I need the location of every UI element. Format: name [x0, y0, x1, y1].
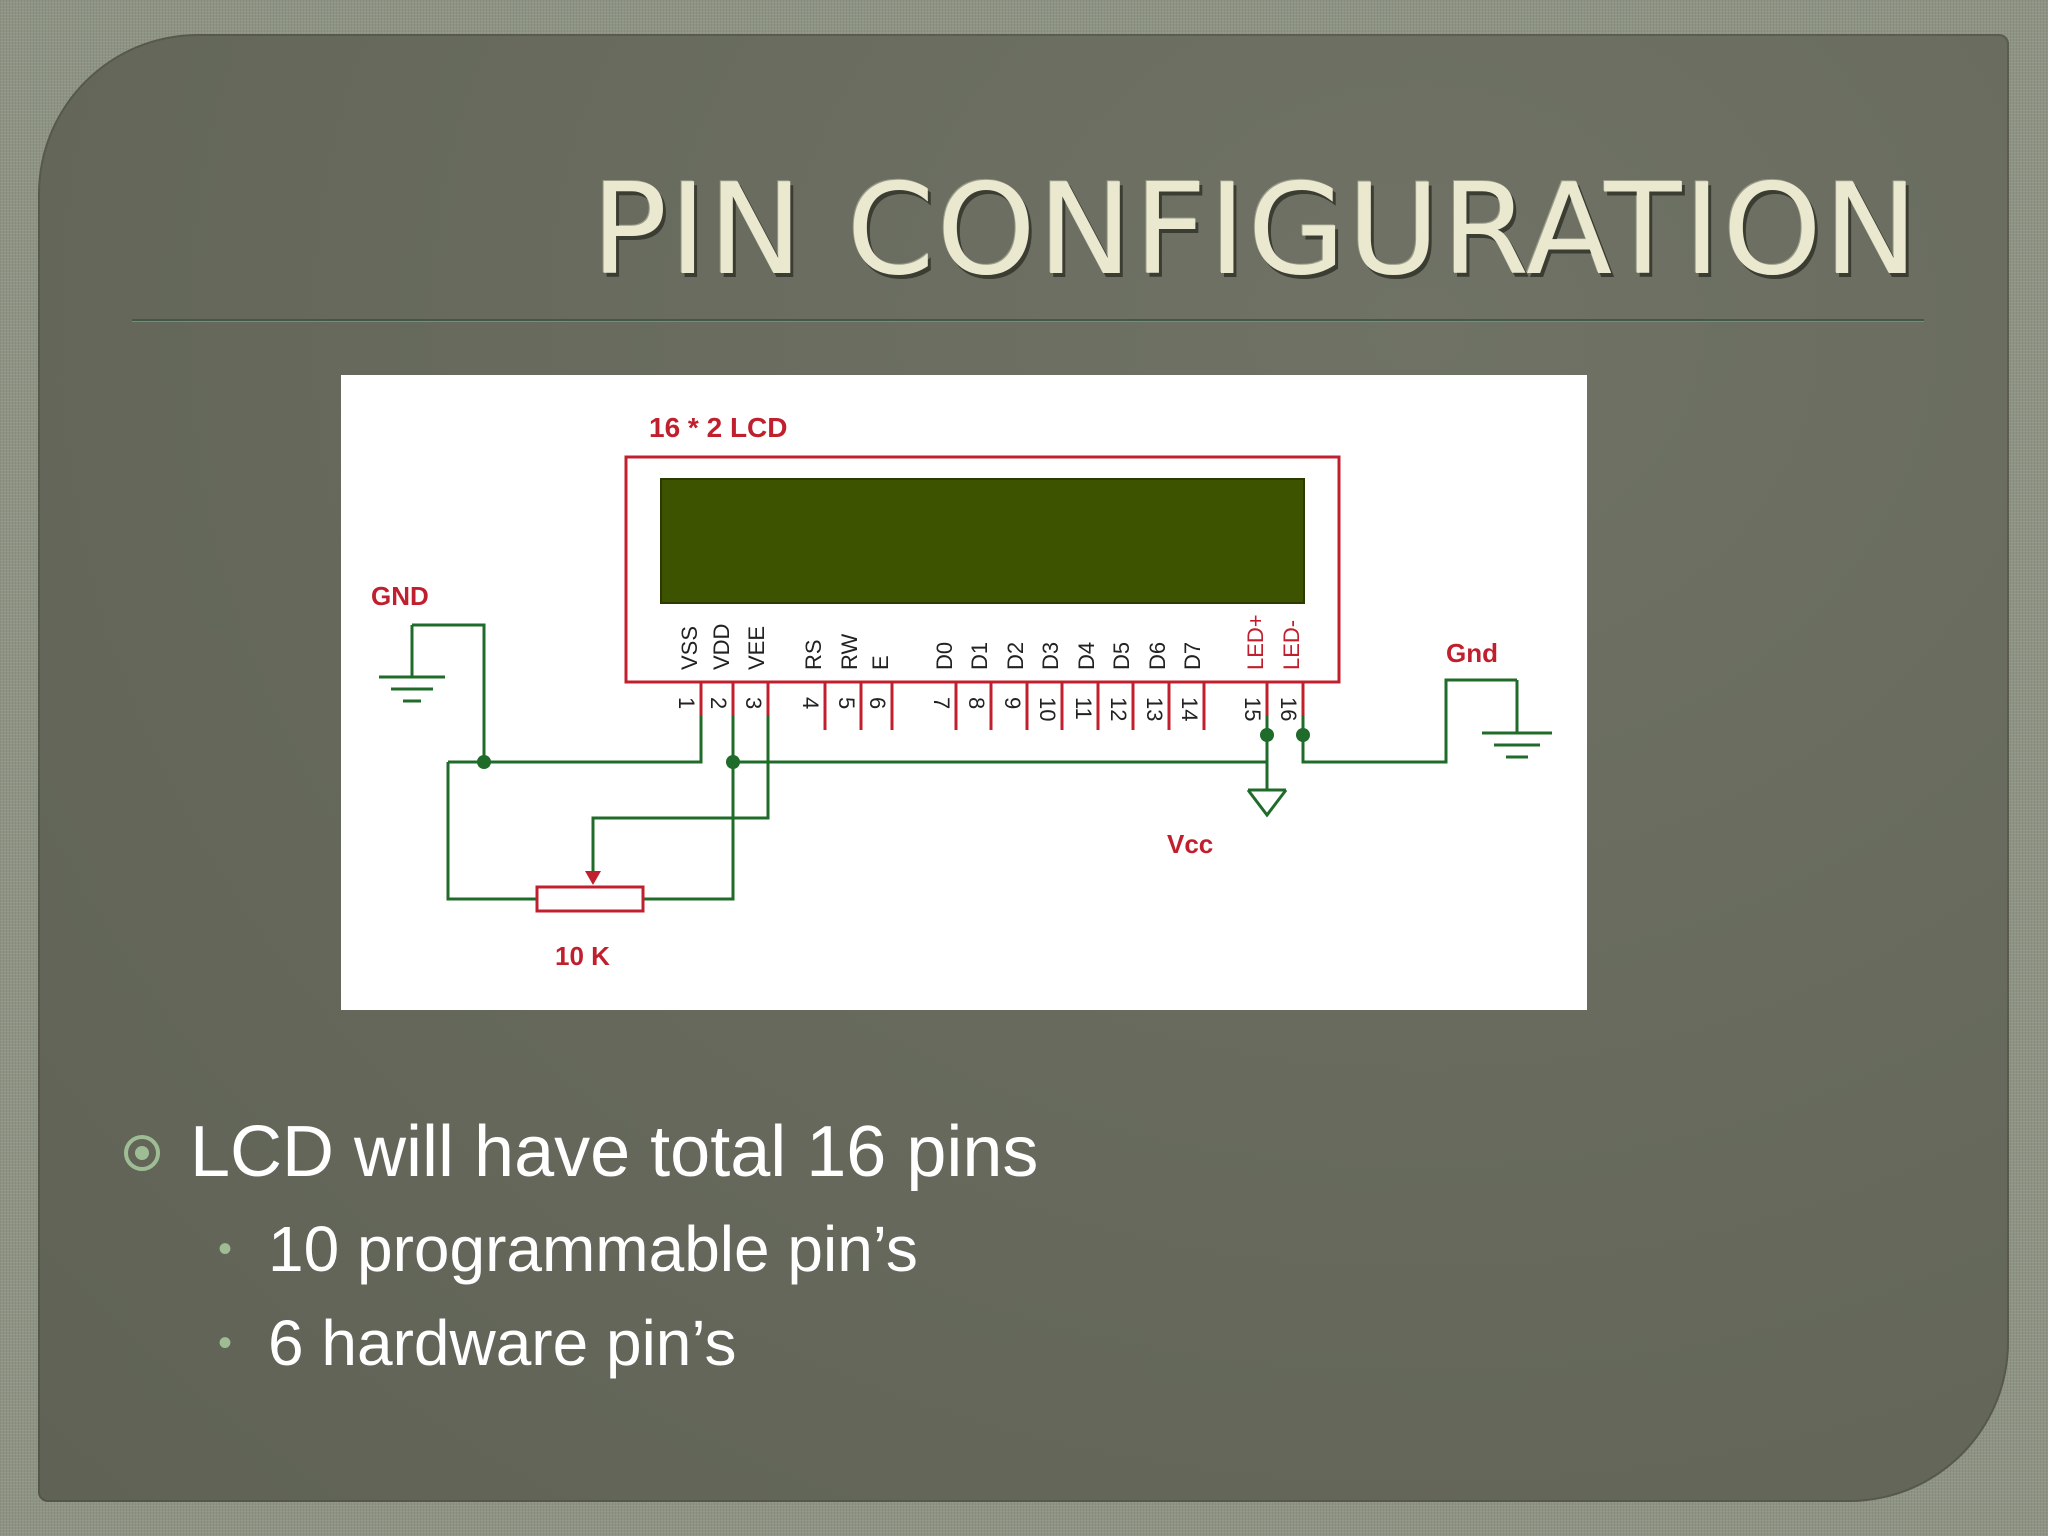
pin-name: LED+ [1243, 614, 1268, 670]
circuit-wires [412, 623, 1517, 901]
bullet-list: LCD will have total 16 pins • 10 program… [124, 1102, 1324, 1390]
pin-number: 8 [964, 697, 989, 709]
circuit-svg: 16 * 2 LCD VSS VDD VEE RS RW E D0 D1 D2 D3 D4 D5 D6 D… [371, 412, 1552, 971]
pot-left-wire [446, 762, 537, 901]
pin-number: 4 [798, 697, 823, 709]
lcd-screen [660, 478, 1305, 604]
dot-bullet-icon: • [218, 1227, 233, 1271]
pin-number: 14 [1177, 697, 1202, 721]
pin-number: 3 [741, 697, 766, 709]
pin-name: D6 [1145, 642, 1170, 670]
pin-name: D2 [1003, 642, 1028, 670]
pin-name: D4 [1074, 642, 1099, 670]
ground-symbol-right [1482, 680, 1552, 759]
pin-names: VSS VDD VEE RS RW E D0 D1 D2 D3 D4 D5 D6 D7 LED+ LED- [677, 614, 1304, 670]
circle-bullet-icon [124, 1135, 160, 1171]
pin-number: 7 [929, 697, 954, 709]
pin-name: E [868, 655, 893, 670]
bullet-item: LCD will have total 16 pins [124, 1102, 1324, 1202]
pin-number: 10 [1035, 697, 1060, 721]
junctions [477, 728, 1310, 769]
bullet-text: LCD will have total 16 pins [190, 1112, 1039, 1192]
pin-name: RS [801, 639, 826, 670]
pin-number: 11 [1071, 697, 1096, 720]
ground-symbol-left [379, 625, 445, 703]
potentiometer [535, 885, 645, 913]
junction-dot [477, 755, 491, 769]
led-minus-wire [1301, 678, 1517, 764]
pin-number: 16 [1276, 697, 1301, 721]
sub-bullet-text: 6 hardware pin’s [268, 1307, 737, 1379]
junction-dot [726, 755, 740, 769]
pin-name: D1 [967, 642, 992, 670]
title-divider [132, 319, 1924, 322]
junction-dot [1260, 728, 1274, 742]
pin-number: 12 [1106, 697, 1131, 721]
gnd-left-label: GND [371, 581, 429, 611]
pin-name: VEE [744, 626, 769, 670]
lcd-circuit-diagram: 16 * 2 LCD VSS VDD VEE RS RW E D0 D1 D2 D3 D4 D5 D6 D… [341, 375, 1587, 1010]
pin-name: D0 [932, 642, 957, 670]
pin-name: RW [837, 634, 862, 670]
sub-bullet-item: • 6 hardware pin’s [124, 1296, 1324, 1390]
vee-wiper-wire [591, 715, 770, 880]
gnd-right-label: Gnd [1446, 638, 1498, 668]
pin-number: 13 [1142, 697, 1167, 721]
pin-name: VDD [709, 624, 734, 670]
pin-name: D5 [1109, 642, 1134, 670]
vss-wire [448, 715, 703, 764]
sub-bullet-item: • 10 programmable pin’s [124, 1202, 1324, 1296]
junction-dot [1296, 728, 1310, 742]
pin-number: 1 [674, 697, 699, 709]
pin-number: 5 [834, 697, 859, 709]
pot-wiper-arrow [585, 871, 601, 885]
pin-number: 6 [865, 697, 890, 709]
pin-name: D3 [1038, 642, 1063, 670]
pin-name: VSS [677, 626, 702, 670]
vcc-symbol [1246, 788, 1288, 818]
sub-bullet-text: 10 programmable pin’s [268, 1213, 918, 1285]
slide-title: PIN CONFIGURATION [591, 156, 1920, 303]
vcc-label: Vcc [1167, 829, 1213, 859]
gnd-left-wire [412, 623, 486, 762]
pin-name: D7 [1180, 642, 1205, 670]
pin-number: 2 [706, 697, 731, 709]
pin-number: 9 [1000, 697, 1025, 709]
pin-number: 15 [1240, 697, 1265, 721]
dot-bullet-icon: • [218, 1321, 233, 1365]
pot-label: 10 K [555, 941, 610, 971]
pin-name: LED- [1279, 620, 1304, 670]
vdd-wire [643, 715, 735, 901]
lcd-label: 16 * 2 LCD [649, 412, 788, 443]
